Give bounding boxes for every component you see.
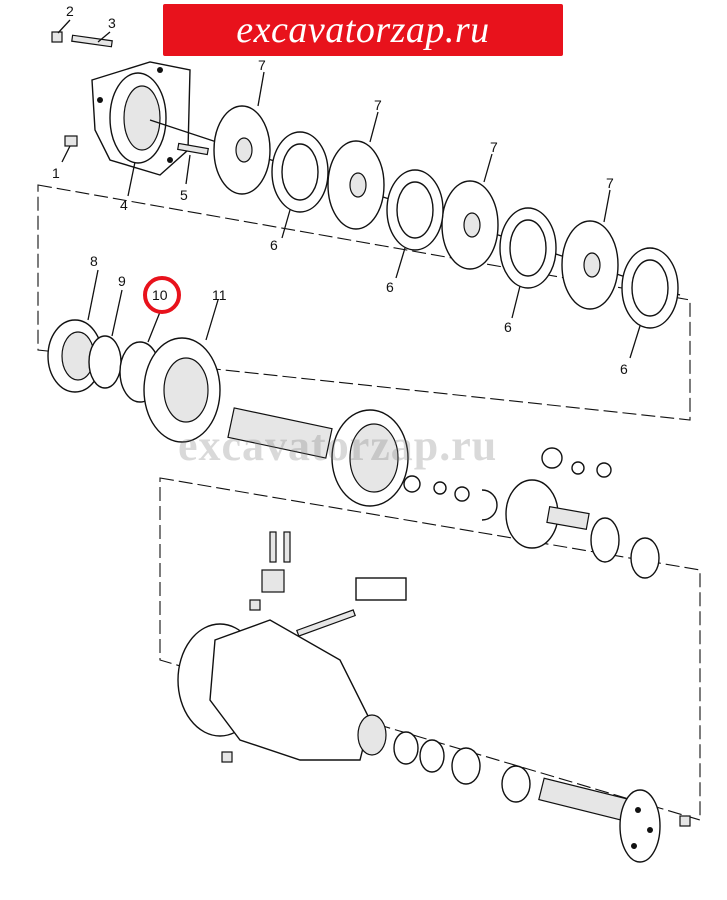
callout-7d: 7	[606, 175, 614, 191]
piston-part-11	[143, 299, 221, 443]
stud-part-3	[71, 31, 113, 48]
callout-7a: 7	[258, 57, 266, 73]
pin-part-5	[177, 142, 209, 185]
seal-part-8	[47, 269, 103, 393]
callout-6d: 6	[620, 361, 628, 377]
callout-11: 11	[212, 287, 227, 303]
callout-5: 5	[180, 187, 188, 203]
callout-10-highlight-ring	[143, 276, 181, 314]
callout-4: 4	[120, 197, 128, 213]
friction-plate-7b	[327, 111, 385, 230]
callout-7c: 7	[490, 139, 498, 155]
steel-plate-6a	[271, 131, 329, 239]
bolt-part-2	[51, 19, 71, 43]
steel-plate-6d	[621, 247, 679, 359]
callout-3: 3	[108, 15, 116, 31]
planetary-assembly	[227, 407, 660, 579]
steel-plate-6c	[499, 207, 557, 319]
output-shaft-assembly	[393, 731, 691, 863]
callout-2: 2	[66, 3, 74, 19]
watermark-text: excavatorzap.ru	[178, 421, 498, 470]
friction-plate-7c	[441, 153, 499, 270]
callout-7b: 7	[374, 97, 382, 113]
callout-8: 8	[90, 253, 98, 269]
callout-1: 1	[52, 165, 60, 181]
steel-plate-6b	[386, 169, 444, 279]
callout-6a: 6	[270, 237, 278, 253]
brake-housing-part-4	[91, 61, 191, 197]
callout-10: 10	[152, 287, 168, 303]
axle-housing	[177, 531, 407, 763]
site-banner-text: excavatorzap.ru	[236, 9, 490, 51]
callout-6b: 6	[386, 279, 394, 295]
friction-plate-7a	[213, 71, 271, 195]
callout-9: 9	[118, 273, 126, 289]
site-banner: excavatorzap.ru	[163, 4, 563, 56]
friction-plate-7d	[561, 189, 619, 310]
callout-6c: 6	[504, 319, 512, 335]
bolt-part-1	[61, 135, 78, 163]
